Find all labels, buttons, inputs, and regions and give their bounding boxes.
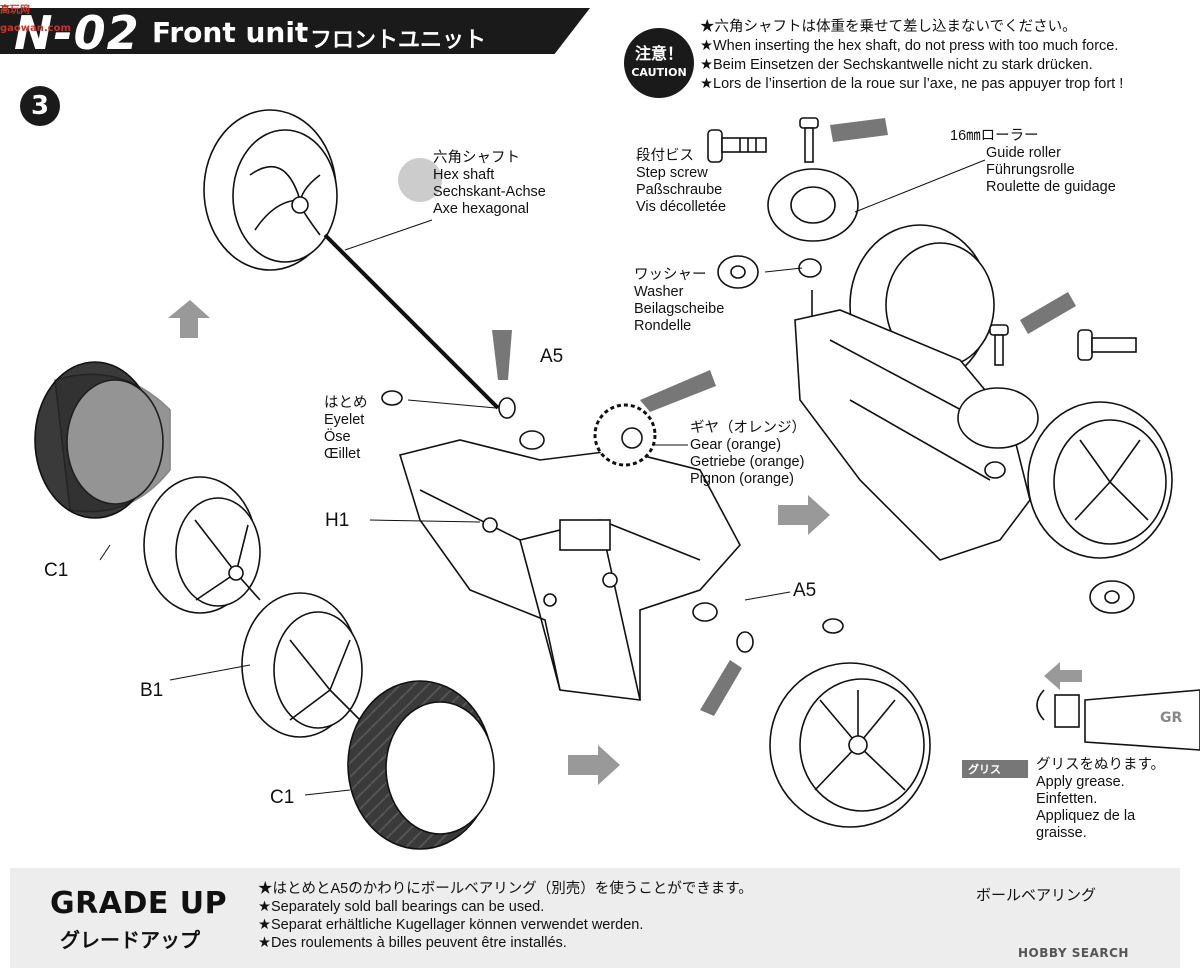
- hex-shaft-icon: [398, 158, 442, 202]
- grease-cap-label: GR: [1160, 710, 1183, 726]
- arrow-icon: [168, 300, 210, 338]
- grease-explanation: [962, 662, 1200, 778]
- step-number: 3: [20, 86, 60, 126]
- caution-badge: 注意！ CAUTION: [624, 28, 694, 98]
- part-h1: H1: [325, 510, 350, 531]
- a5-top-bush: [498, 397, 516, 419]
- watermark-text: 高玩网 gaowan.com: [0, 5, 71, 34]
- part-c1-left: C1: [44, 560, 69, 581]
- label-eyelet: はとめ Eyelet Öse Œillet: [324, 395, 368, 462]
- ball-bearing-label: ボールベアリング: [976, 887, 1097, 904]
- arrow-icon: [778, 495, 830, 535]
- rim-b1-bottom: [241, 592, 363, 738]
- grade-up-band: [10, 868, 1180, 968]
- part-a5-top: A5: [540, 346, 564, 367]
- caution-line: ★Beim Einsetzen der Sechskantwelle nicht…: [700, 57, 1093, 73]
- part-c1-bottom: C1: [270, 787, 295, 808]
- label-washer: ワッシャー Washer Beilagscheibe Rondelle: [634, 267, 725, 334]
- part-a5-bottom: A5: [793, 580, 817, 601]
- part-b1: B1: [140, 680, 164, 701]
- arrow-icon: [568, 745, 620, 785]
- caution-line: ★六角シャフトは体重を乗せて差し込まないでください。: [700, 19, 1077, 35]
- assembled-chassis: [794, 224, 1173, 614]
- grade-up-text: ★はとめとA5のかわりにボールベアリング（別売）を使うことができます。 ★Sep…: [258, 880, 753, 952]
- grade-up-line: ★Des roulements à billes peuvent être in…: [258, 935, 567, 951]
- title-en: Front unit: [152, 16, 309, 49]
- grade-up-subtitle: グレードアップ: [60, 928, 200, 952]
- watermark-top: 高玩网 gaowan.com: [0, 0, 72, 50]
- step-screw-assembly: [707, 117, 888, 320]
- grade-up-line: ★Separat erhältliche Kugellager können v…: [258, 917, 644, 933]
- footer-watermark: HOBBY SEARCH: [1018, 946, 1129, 960]
- header-bar: [0, 8, 590, 54]
- tyre-bottom: [347, 680, 495, 850]
- grease-tube-icon: [492, 330, 512, 380]
- arrow-icon: [1044, 662, 1082, 690]
- caution-text: ★六角シャフトは体重を乗せて差し込まないでください。 ★When inserti…: [700, 18, 1180, 98]
- washer-a5: [519, 430, 545, 450]
- grade-up-line: ★はとめとA5のかわりにボールベアリング（別売）を使うことができます。: [258, 881, 753, 897]
- grade-up-line: ★Separately sold ball bearings can be us…: [258, 899, 545, 915]
- assembly-diagram: [34, 109, 1200, 850]
- gear-orange: [593, 403, 657, 467]
- caution-badge-jp: 注意！: [634, 44, 683, 63]
- eyelet: [381, 390, 403, 406]
- grade-up-title: GRADE UP: [50, 886, 228, 921]
- label-gear: ギヤ（オレンジ） Gear (orange) Getriebe (orange)…: [690, 420, 806, 487]
- grease-tube-label: グリス: [968, 763, 1001, 776]
- wheel-right-front: [769, 662, 931, 828]
- rim-b1-top: [143, 476, 261, 614]
- step-code: N-02: [14, 6, 140, 60]
- label-hex-shaft: 六角シャフト Hex shaft Sechskant-Achse Axe hex…: [433, 150, 546, 217]
- label-step-screw: 段付ビス Step screw Paßschraube Vis décollet…: [636, 148, 727, 215]
- chassis-h1: [398, 439, 741, 701]
- page-header: N-02 Front unit フロントユニット 高玩网 gaowan.com: [0, 0, 1200, 60]
- title-jp: フロントユニット: [310, 28, 487, 53]
- label-guide-roller: 16㎜ローラー Guide roller Führungsrolle Roule…: [950, 128, 1116, 195]
- caution-badge-en: CAUTION: [631, 66, 687, 79]
- wheel-top: [203, 109, 338, 271]
- caution-line: ★When inserting the hex shaft, do not pr…: [700, 38, 1119, 54]
- caution-line: ★Lors de l’insertion de la roue sur l’ax…: [700, 76, 1124, 92]
- label-grease: グリスをぬります。 Apply grease. Einfetten. Appli…: [1036, 757, 1166, 841]
- tyre-left: [34, 361, 171, 519]
- hex-shaft: [323, 233, 500, 410]
